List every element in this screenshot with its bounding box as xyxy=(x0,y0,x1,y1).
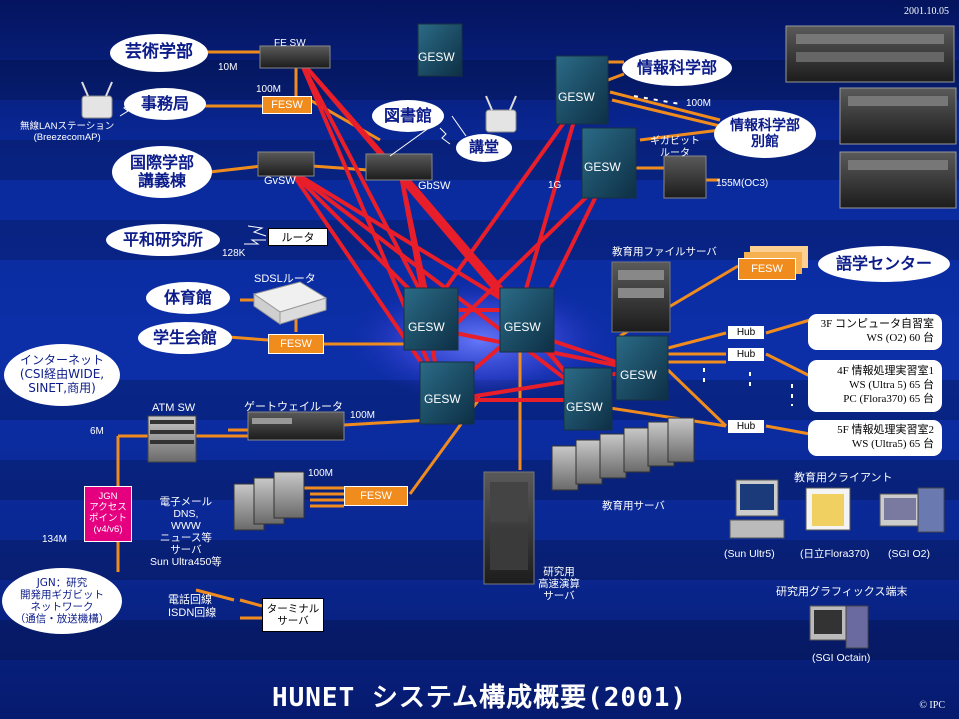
gesw-core-1 xyxy=(403,287,459,351)
flat-switches xyxy=(257,45,433,181)
speed-128k: 128K xyxy=(222,248,246,259)
copyright: © IPC xyxy=(919,700,945,711)
gesw-top-center xyxy=(417,23,463,77)
fesw-jimu: FESW xyxy=(262,96,312,114)
speed-155m: 155M(OC3) xyxy=(716,178,769,189)
label-giga-router: ギガビット ルータ xyxy=(650,136,700,159)
hub-2: Hub xyxy=(728,348,764,361)
room-4f-line1: 4F 情報処理実習室1 xyxy=(837,365,934,378)
label-wireless: 無線LANステーション (BreezecomAP) xyxy=(20,121,115,143)
gateway-router-device xyxy=(247,411,345,441)
node-toshokan[interactable]: 図書館 xyxy=(372,100,444,132)
node-gogaku[interactable]: 語学センター xyxy=(818,246,950,282)
label-gesw-core2: GESW xyxy=(504,320,541,334)
gesw-joho-1 xyxy=(555,55,609,125)
label-gesw-joho1: GESW xyxy=(558,90,595,104)
page-title: HUNET システム構成概要(2001) xyxy=(271,683,688,713)
label-gesw-edu2: GESW xyxy=(620,368,657,382)
fast-ethernet-links xyxy=(116,50,811,620)
label-atm-sw: ATM SW xyxy=(152,402,196,414)
node-geijutsu[interactable]: 芸術学部 xyxy=(110,34,208,72)
chassis-photos xyxy=(785,25,957,209)
hub-1: Hub xyxy=(728,326,764,339)
node-heiwa[interactable]: 平和研究所 xyxy=(106,224,220,256)
label-gesw-core3: GESW xyxy=(424,392,461,406)
education-servers xyxy=(551,417,695,491)
node-johokagaku-bekkan[interactable]: 情報科学部 別館 xyxy=(714,110,816,158)
gesw-edu-2 xyxy=(615,335,669,401)
date-label: 2001.10.05 xyxy=(904,6,949,17)
node-kokusai[interactable]: 国際学部 講義棟 xyxy=(112,146,212,198)
gesw-core-3 xyxy=(419,361,475,425)
room-3f-line1: 3F コンピュータ自習室 xyxy=(820,318,934,331)
router-heiwa: ルータ xyxy=(268,228,328,246)
gesw-joho-2 xyxy=(581,127,637,199)
room-5f: 5F 情報処理実習室2 WS (Ultra5) 65 台 xyxy=(808,420,942,456)
research-rack-server xyxy=(483,471,535,585)
client-pcs xyxy=(729,479,945,649)
atm-switch-device xyxy=(147,415,197,463)
label-client1: (Sun Ultr5) xyxy=(724,548,775,560)
speed-100m-a: 100M xyxy=(256,84,282,95)
dashed-links xyxy=(633,95,793,406)
label-sdsl-router: SDSLルータ xyxy=(254,273,316,285)
label-gesw-core1: GESW xyxy=(408,320,445,334)
label-gvsw: GvSW xyxy=(264,175,296,187)
room-3f-line2: WS (O2) 60 台 xyxy=(866,332,934,344)
label-client2: (日立Flora370) xyxy=(800,548,870,560)
room-4f: 4F 情報処理実習室1 WS (Ultra 5) 65 台 PC (Flora3… xyxy=(808,360,942,412)
node-kodo[interactable]: 講堂 xyxy=(456,134,512,162)
room-3f: 3F コンピュータ自習室 WS (O2) 60 台 xyxy=(808,314,942,350)
speed-6m: 6M xyxy=(90,426,104,437)
speed-100m-d: 100M xyxy=(308,468,334,479)
label-gesw-edu1: GESW xyxy=(566,400,603,414)
fesw-server: FESW xyxy=(344,486,408,506)
room-5f-line1: 5F 情報処理実習室2 xyxy=(837,424,934,437)
node-taiikukan[interactable]: 体育館 xyxy=(146,282,230,314)
label-gesw-top: GESW xyxy=(418,50,455,64)
label-phone-lines: 電話回線 ISDN回線 xyxy=(168,594,217,619)
room-4f-line2: WS (Ultra 5) 65 台 xyxy=(849,379,934,392)
ultra450-servers xyxy=(233,471,305,531)
terminal-server: ターミナル サーバ xyxy=(262,598,324,632)
gesw-devices xyxy=(403,23,669,431)
gesw-edu-1 xyxy=(563,367,613,431)
node-internet[interactable]: インターネット (CSI経由WIDE, SINET,商用) xyxy=(4,344,120,406)
room-5f-line2: WS (Ultra5) 65 台 xyxy=(851,438,934,450)
wireless-ap-devices xyxy=(81,81,517,133)
speed-10m: 10M xyxy=(218,62,238,73)
label-gateway-router: ゲートウェイルータ xyxy=(244,401,343,413)
jgn-access-point: JGN アクセス ポイント (v4/v6) xyxy=(84,486,132,542)
speed-100m-c: 100M xyxy=(350,410,376,421)
label-server-list: 電子メール DNS, WWW ニュース等 サーバ Sun Ultra450等 xyxy=(150,496,222,569)
label-client3: (SGI O2) xyxy=(888,548,931,560)
label-file-server: 教育用ファイルサーバ xyxy=(612,246,717,258)
fesw-gakusei: FESW xyxy=(268,334,324,354)
label-client-title: 教育用クライアント xyxy=(794,472,893,484)
label-fe-sw-top: FE SW xyxy=(274,38,306,49)
label-kyoiku-server: 教育用サーバ xyxy=(602,500,665,512)
fesw-gogaku: FESW xyxy=(738,258,796,280)
speed-1g: 1G xyxy=(548,180,562,191)
file-server-device xyxy=(611,261,671,333)
speed-100m-b: 100M xyxy=(686,98,712,109)
hub-3: Hub xyxy=(728,420,764,433)
node-jgn[interactable]: JGN：研究 開発用ギガビット ネットワーク （通信・放送機構） xyxy=(2,568,122,634)
label-graphics-caption: (SGI Octain) xyxy=(812,652,871,664)
gesw-core-2 xyxy=(499,287,555,353)
sdsl-router-device xyxy=(252,281,328,325)
label-gesw-joho2: GESW xyxy=(584,160,621,174)
label-graphics-title: 研究用グラフィックス端末 xyxy=(776,586,908,598)
giga-router-device xyxy=(663,155,707,199)
label-gbsw: GbSW xyxy=(418,180,451,192)
node-gakuseikaikan[interactable]: 学生会館 xyxy=(138,322,232,354)
label-kenkyu-server: 研究用 高速演算 サーバ xyxy=(538,566,580,603)
node-jimukyoku[interactable]: 事務局 xyxy=(124,88,206,120)
room-4f-line3: PC (Flora370) 65 台 xyxy=(843,392,934,405)
node-johokagaku[interactable]: 情報科学部 xyxy=(622,50,732,86)
speed-134m: 134M xyxy=(42,534,68,545)
